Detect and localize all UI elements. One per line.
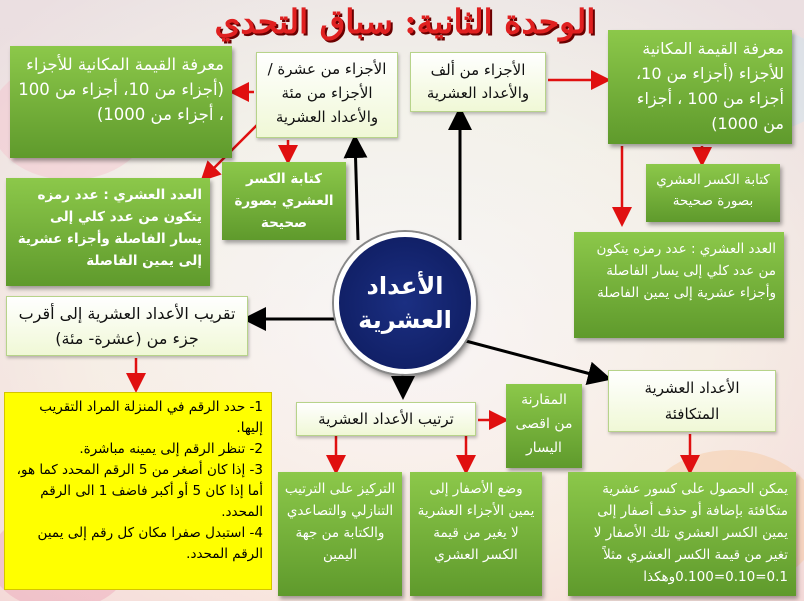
rounding-step: 4- استبدل صفرا مكان كل رقم إلى يمين الرق… <box>37 525 263 562</box>
node-thousandths: الأجزاء من ألف والأعداد العشرية <box>410 52 546 112</box>
arrow-center-to-equivalent <box>461 338 612 386</box>
node-equivalent: الأعداد العشرية المتكافئة <box>608 370 776 432</box>
node-focus-order: التركيز على الترتيب التنازلي والتصاعدي و… <box>278 472 402 596</box>
node-mixed-number-right: العدد العشري : عدد رمزه يتكون من عدد كلي… <box>574 232 784 338</box>
page-title: الوحدة الثانية: سباق التحدي <box>214 2 596 41</box>
rounding-steps: 1- حدد الرقم في المنزلة المراد التقريب إ… <box>4 392 272 590</box>
node-mixed-number-left: العدد العشري : عدد رمزه يتكون من عدد كلي… <box>6 178 210 286</box>
rounding-step: 3- إذا كان أصغر من 5 الرقم المحدد كما هو… <box>16 462 263 520</box>
node-tenths-hundredths: الأجزاء من عشرة / الأجزاء من مئة والأعدا… <box>256 52 398 138</box>
arrow-center-to-tenths <box>343 134 368 241</box>
node-compare: المقارنة من اقصى اليسار <box>506 384 582 468</box>
node-zeros-right: وضع الأصفار إلى يمين الأجزاء العشرية لا … <box>410 472 542 596</box>
node-equivalent-detail: يمكن الحصول على كسور عشرية متكافئة بإضاف… <box>568 472 796 596</box>
node-write-fraction-right: كتابة الكسر العشري بصورة صحيحة <box>646 164 780 222</box>
rounding-step: 2- تنظر الرقم إلى يمينه مباشرة. <box>79 441 263 457</box>
node-place-value-right: معرفة القيمة المكانية للأجزاء (أجزاء من … <box>608 30 792 144</box>
node-place-value-left: معرفة القيمة المكانية للأجزاء (أجزاء من … <box>10 46 232 158</box>
node-rounding: تقريب الأعداد العشرية إلى أقرب جزء من (ع… <box>6 296 248 356</box>
central-topic: الأعداد العشرية <box>334 232 476 374</box>
rounding-step: 1- حدد الرقم في المنزلة المراد التقريب إ… <box>39 399 263 436</box>
node-write-fraction-left: كتابة الكسر العشري بصورة صحيحة <box>222 162 346 240</box>
arrow-tenths-to-mixed <box>200 119 263 182</box>
node-ordering: ترتيب الأعداد العشرية <box>296 402 476 436</box>
